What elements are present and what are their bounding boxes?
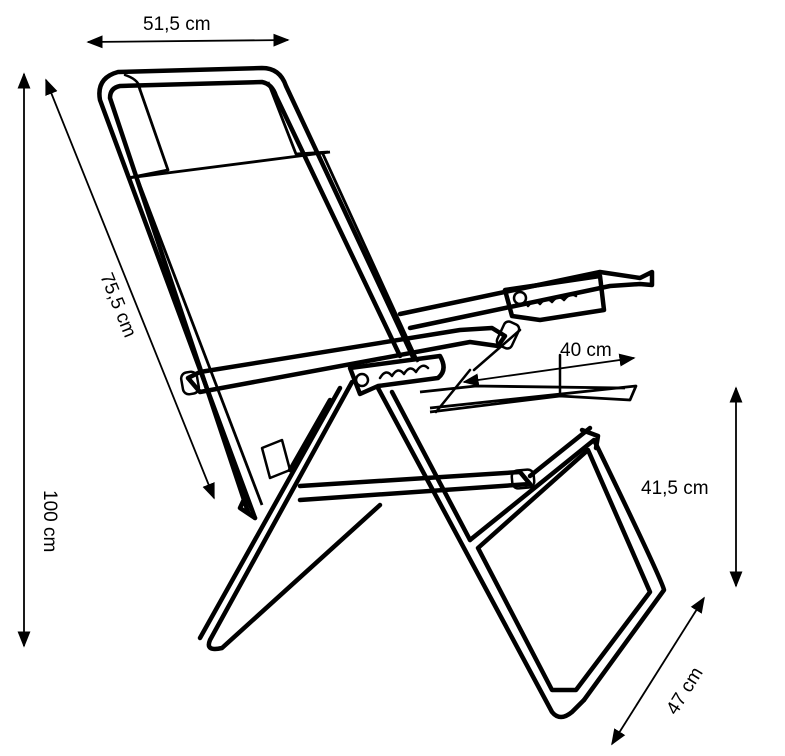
seat-height-label: 41,5 cm [641, 478, 709, 499]
right-armrest [397, 269, 655, 350]
left-armrest [179, 325, 508, 397]
seat-depth-dimension: 40 cm [462, 340, 636, 387]
seat-depth-label: 40 cm [560, 340, 612, 361]
seat-height-dimension: 41,5 cm [641, 386, 743, 588]
width-label: 51,5 cm [143, 14, 211, 35]
leg-depth-label: 47 cm [662, 664, 707, 719]
backrest-dimension: 75,5 cm [45, 78, 215, 500]
height-dimension: 100 cm [17, 72, 60, 648]
backrest-label: 75,5 cm [95, 270, 140, 341]
width-dimension: 51,5 cm [86, 14, 290, 49]
height-label: 100 cm [39, 490, 60, 552]
backrest-frame [97, 65, 416, 521]
leg-frame [197, 379, 667, 720]
